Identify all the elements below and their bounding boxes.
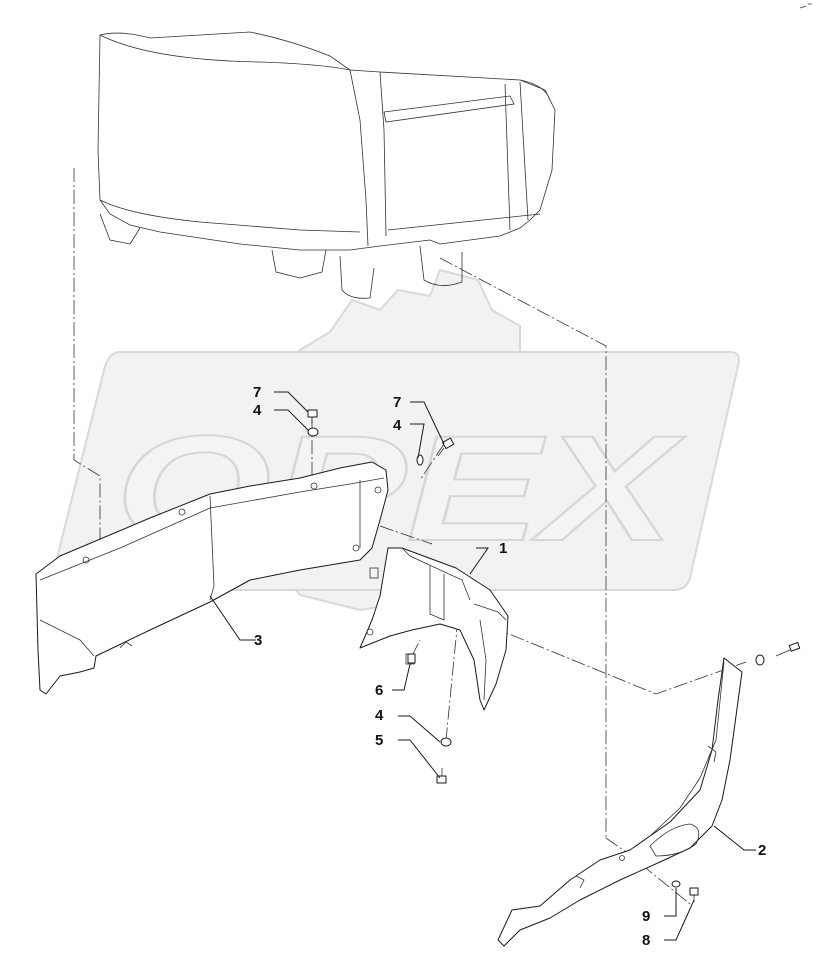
bolt-5: [436, 768, 447, 784]
callout-3: 3: [254, 632, 262, 649]
part-2-lower-panel: [497, 657, 743, 947]
callout-7b: 7: [393, 394, 401, 411]
washer-9: [671, 880, 681, 888]
callout-2: 2: [758, 842, 766, 859]
callout-4b: 4: [393, 417, 402, 434]
seat-assembly: [97, 3, 812, 299]
clip-6: [407, 653, 416, 664]
callout-9: 9: [642, 908, 650, 925]
callout-7a: 7: [253, 384, 261, 401]
bolt-8: [689, 887, 699, 902]
leader-lines: [209, 391, 756, 941]
callout-4c: 4: [375, 707, 384, 724]
alignment-lines: [73, 168, 747, 905]
washer-right: [755, 654, 765, 666]
hardware: [307, 409, 801, 902]
part-3-side-panel: [35, 461, 389, 695]
callout-5: 5: [375, 732, 383, 749]
bolt-7a: [307, 409, 318, 424]
washer-4a: [307, 427, 319, 437]
bolt-right: [775, 641, 801, 657]
callout-labels: 7 4 7 4 1 3 6 4 5 2 9 8: [253, 384, 766, 949]
callout-4a: 4: [253, 402, 262, 419]
callout-8: 8: [642, 932, 650, 949]
part-1-bracket: [359, 547, 509, 711]
washer-4c: [440, 737, 452, 747]
bolt-7b: [437, 437, 455, 457]
callout-6: 6: [375, 682, 383, 699]
callout-1: 1: [499, 540, 507, 557]
